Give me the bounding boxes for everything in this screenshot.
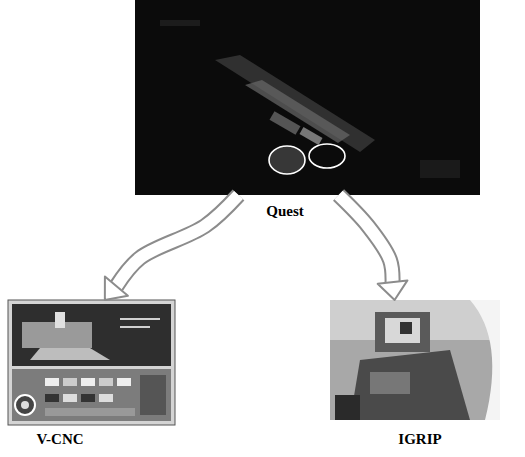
quest-screenshot [135, 0, 480, 195]
arrow-outline [339, 195, 393, 282]
arrow-head [378, 280, 408, 300]
arrow-head [105, 277, 128, 300]
screenshot-frame [330, 300, 500, 420]
screenshot-frame [8, 300, 175, 425]
arrow-outline [116, 195, 238, 286]
quest-node: Quest [135, 0, 480, 195]
arrow-body [339, 195, 393, 282]
block-arrow [105, 195, 239, 300]
v-cnc-node: V-CNC [8, 300, 175, 425]
block-arrow [339, 195, 408, 300]
igrip-screenshot [330, 300, 500, 420]
v-cnc-screenshot [8, 300, 175, 425]
screenshot-label: Quest [266, 202, 304, 220]
screenshot-label: IGRIP [398, 430, 441, 448]
screenshot-label: V-CNC [36, 430, 83, 448]
igrip-node: IGRIP [330, 300, 500, 420]
screenshot-frame [135, 0, 480, 195]
arrow-body [116, 195, 238, 286]
